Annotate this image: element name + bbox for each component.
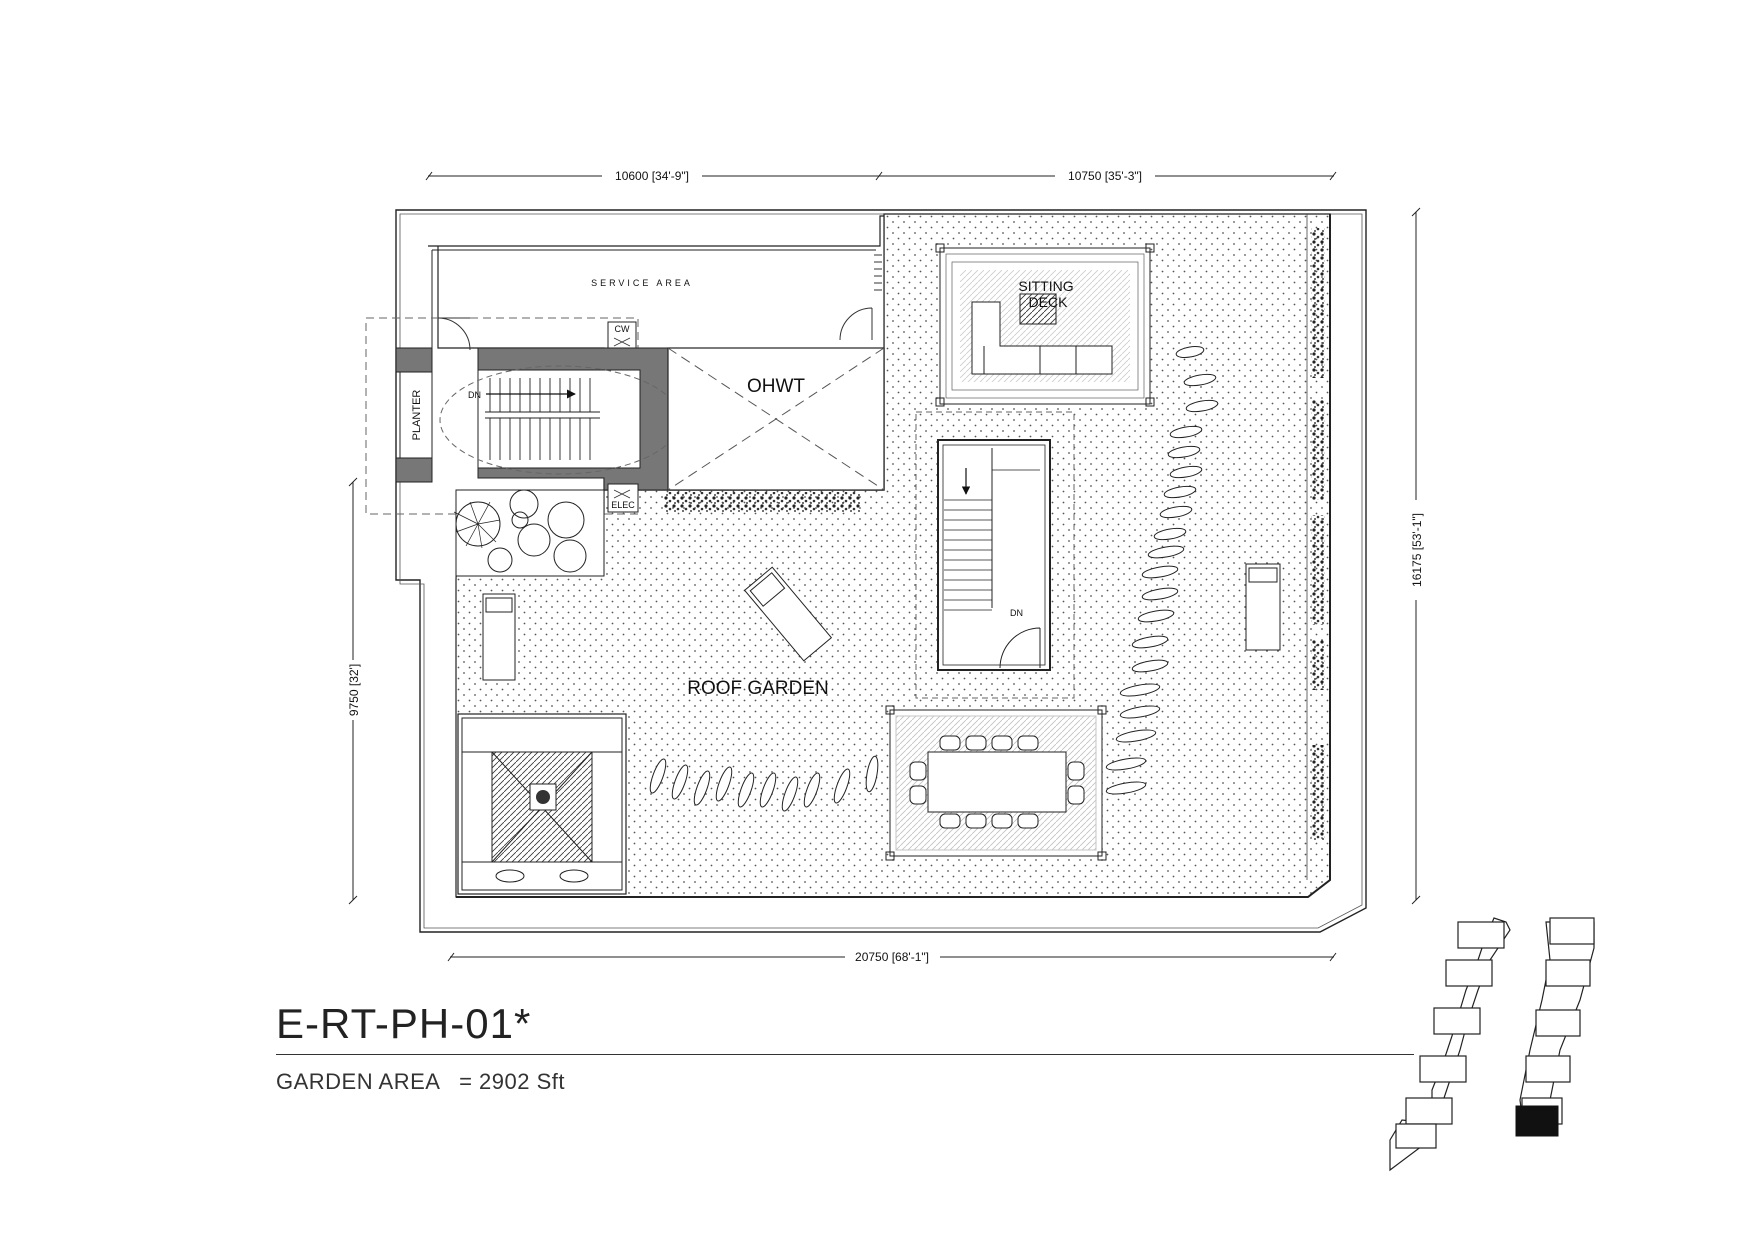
perimeter-planter-hedge (1306, 214, 1325, 880)
sitting-deck-label-line1: SITTING (1018, 278, 1073, 294)
sun-lounger-diagonal (743, 566, 833, 662)
sun-lounger-right (1245, 563, 1281, 651)
dimension-top-right-label: 10750 [35'-3"] (1068, 169, 1142, 183)
sitting-deck-label-line2: DECK (1029, 294, 1069, 310)
door-swing-stair (437, 317, 471, 351)
stepping-stones-bottom-path (649, 755, 879, 812)
door-swing-service (839, 307, 873, 341)
planter-strip (399, 371, 433, 459)
dimension-top-left-label: 10600 [34'-9"] (615, 169, 689, 183)
title-block: E-RT-PH-01* GARDEN AREA = 2902 Sft (276, 1000, 1416, 1095)
left-stair-core (395, 347, 681, 491)
vent-marks (874, 254, 882, 291)
dining-pergola (885, 705, 1107, 861)
dimension-top (425, 171, 1337, 181)
garden-area-label: GARDEN AREA (276, 1069, 440, 1094)
cw-label: CW (615, 324, 630, 334)
stepping-stones-right-path (1105, 346, 1219, 795)
sun-lounger-left (482, 593, 516, 681)
garden-area-value: = 2902 Sft (459, 1069, 565, 1094)
central-stair-core (915, 411, 1075, 699)
elec-box (607, 483, 639, 513)
service-area-label: SERVICE AREA (591, 278, 693, 288)
key-plan-highlight (1515, 1105, 1559, 1137)
title-divider (276, 1054, 1414, 1055)
left-stair-down-label: DN (468, 390, 481, 400)
lounge-corner (457, 713, 627, 895)
central-stair-down-label: DN (1010, 608, 1023, 618)
planting-cluster (453, 489, 605, 577)
ohwt-label: OHWT (747, 376, 805, 397)
unit-code-title: E-RT-PH-01* (276, 1000, 532, 1047)
dimension-left-label: 9750 [32'] (347, 664, 361, 716)
garden-area-line: GARDEN AREA = 2902 Sft (276, 1069, 1416, 1095)
outer-wall-outline-inner (399, 213, 1363, 929)
dimension-bottom-label: 20750 [68'-1"] (855, 950, 929, 964)
key-plan (1389, 917, 1595, 1172)
parapet-line (456, 214, 1331, 898)
cw-box (607, 321, 637, 349)
planter-label: PLANTER (411, 390, 423, 441)
elec-label: ELEC (611, 500, 635, 510)
ohwt-tank (664, 347, 885, 512)
sitting-deck (935, 243, 1155, 407)
dimension-right-label: 16175 [53'-1"] (1410, 513, 1424, 587)
roof-garden-label: ROOF GARDEN (687, 678, 828, 699)
